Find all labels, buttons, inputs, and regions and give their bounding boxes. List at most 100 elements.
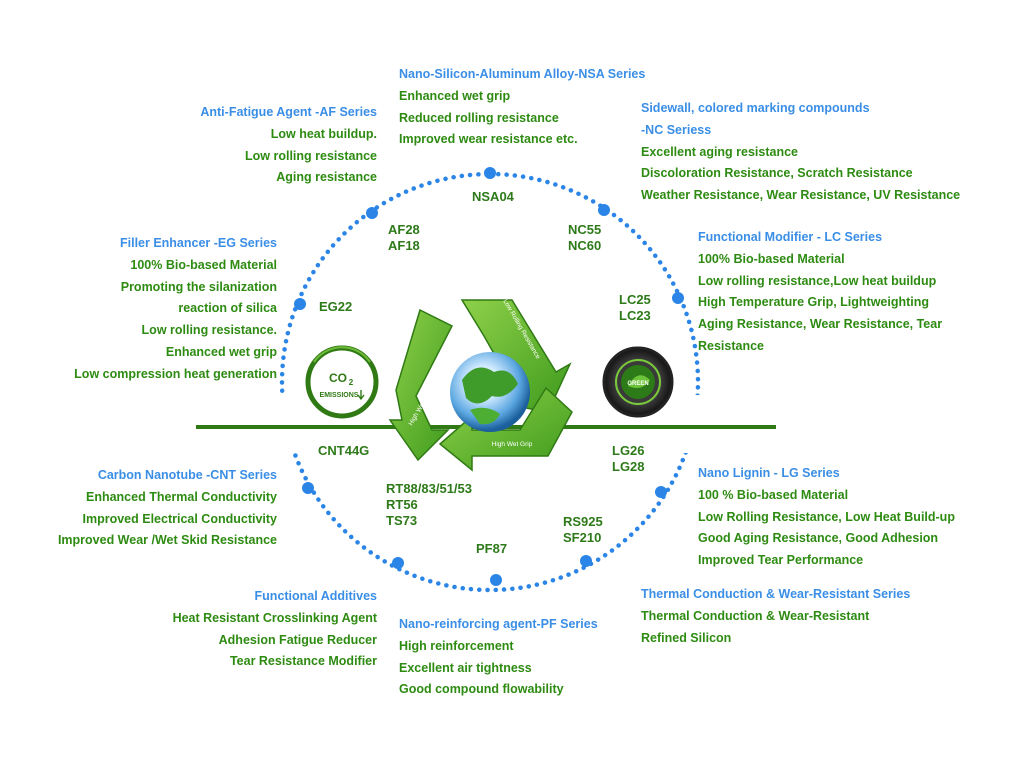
code-cnt44g: CNT44G [318,443,370,458]
cnt-series-title: Carbon Nanotube -CNT Series [97,468,277,482]
code-eg22: EG22 [319,299,353,314]
lc-series-title: Functional Modifier - LC Series [698,230,883,244]
co2-label: CO [329,371,347,385]
code-rt88: RT88/83/51/53 [386,481,473,496]
af-line: Low rolling resistance [245,148,377,163]
lc-line: Resistance [698,338,765,353]
lc-series-block: Functional Modifier - LC Series 100% Bio… [698,227,942,358]
eg-series-title: Filler Enhancer -EG Series [119,236,277,250]
lg-line: Low Rolling Resistance, Low Heat Build-u… [698,509,955,524]
tc-series-title: Thermal Conduction & Wear-Resistant Seri… [641,587,911,601]
ring-markers [294,167,684,586]
lg-line: Good Aging Resistance, Good Adhesion [698,531,939,546]
ring-dot-cnt [302,482,314,494]
lc-line: 100% Bio-based Material [698,251,845,266]
code-lg26: LG26 [612,443,645,458]
lg-line: Improved Tear Performance [698,553,864,568]
ring-dot-lg [655,486,667,498]
code-lc-group: LC25 LC23 [619,292,651,324]
lc-line: Aging Resistance, Wear Resistance, Tear [698,317,943,332]
lg-line: 100 % Bio-based Material [698,487,849,502]
code-rs-group: RS925 SF210 [563,514,603,546]
arrow-high-wear [388,308,454,462]
nsa-line: Enhanced wet grip [399,88,511,103]
ring-dot-lc [672,292,684,304]
af-line: Low heat buildup. [270,126,377,141]
tc-line: Thermal Conduction & Wear-Resistant [641,608,870,623]
ring-dot-af [366,207,378,219]
code-pf87: PF87 [476,541,508,556]
pf-line: Excellent air tightness [399,660,532,675]
af-line: Aging resistance [276,170,377,185]
green-tire-emblem: GREEN [602,346,674,418]
nc-line: Weather Resistance, Wear Resistance, UV … [641,188,961,203]
code-lg28: LG28 [612,459,645,474]
nsa-series-title: Nano-Silicon-Aluminum Alloy-NSA Series [399,67,646,81]
code-nsa04: NSA04 [472,189,514,204]
tc-line: Refined Silicon [641,630,732,645]
nc-series-title-2: -NC Seriess [641,122,712,137]
code-af28: AF28 [388,222,420,237]
lg-series-title: Nano Lignin - LG Series [698,466,840,480]
eg-series-block: Filler Enhancer -EG Series 100% Bio-base… [74,233,277,386]
ring-dot-nc [598,204,610,216]
code-lc25: LC25 [619,292,651,307]
ring-dot-fa [392,557,404,569]
nc-series-block: Sidewall, colored marking compounds -NC … [641,98,960,207]
eg-line: 100% Bio-based Material [130,257,277,272]
tire-label: GREEN [627,381,648,387]
code-nc55: NC55 [568,222,602,237]
eg-line: reaction of silica [178,301,277,316]
code-rs925: RS925 [563,514,603,529]
nc-line: Excellent aging resistance [641,144,799,159]
cnt-series-block: Carbon Nanotube -CNT Series Enhanced The… [58,465,277,552]
functional-additives-block: Functional Additives Heat Resistant Cros… [173,586,377,673]
nc-series-title: Sidewall, colored marking compounds [641,101,870,115]
emissions-label: EMISSIONS [320,392,359,399]
code-af18: AF18 [388,238,420,253]
nsa-line: Improved wear resistance etc. [399,132,578,147]
ring-dot-tc [580,555,592,567]
co2-emblem: CO 2 EMISSIONS [305,345,379,419]
pf-line: High reinforcement [399,638,514,653]
eg-line: Promoting the silanization [120,279,277,294]
fa-line: Adhesion Fatigue Reducer [218,632,377,647]
ring-dot-eg [294,298,306,310]
code-lg-group: LG26 LG28 [612,443,645,475]
cnt-line: Improved Electrical Conductivity [82,511,278,526]
cnt-line: Improved Wear /Wet Skid Resistance [57,533,277,548]
lc-line: Low rolling resistance,Low heat buildup [698,273,937,288]
af-series-block: Anti-Fatigue Agent -AF Series Low heat b… [200,102,377,189]
co2-subscript: 2 [349,378,354,387]
code-lc23: LC23 [619,308,651,323]
arrow-high-wet-grip [438,386,573,472]
ring-dot-nsa [484,167,496,179]
lc-line: High Temperature Grip, Lightweighting [698,295,930,310]
eg-line: Low compression heat generation [74,366,277,381]
eg-line: Low rolling resistance. [141,323,277,338]
code-nc-group: NC55 NC60 [568,222,601,254]
pf-series-title: Nano-reinforcing agent-PF Series [399,617,598,631]
pf-series-block: Nano-reinforcing agent-PF Series High re… [399,614,598,701]
cnt-line: Enhanced Thermal Conductivity [85,489,277,504]
recycle-graphic: Low Rolling Resistance High Wear Resista… [388,298,573,472]
tc-series-block: Thermal Conduction & Wear-Resistant Seri… [641,584,910,649]
code-rt56: RT56 [386,497,418,512]
code-af-group: AF28 AF18 [388,222,420,254]
nc-line: Discoloration Resistance, Scratch Resist… [641,166,913,181]
nsa-line: Reduced rolling resistance [399,110,559,125]
nsa-series-block: Nano-Silicon-Aluminum Alloy-NSA Series E… [399,64,645,151]
functional-additives-title: Functional Additives [254,589,377,603]
fa-line: Heat Resistant Crosslinking Agent [172,610,377,625]
lg-series-block: Nano Lignin - LG Series 100 % Bio-based … [698,463,955,572]
code-ts73: TS73 [386,513,418,528]
code-sf210: SF210 [563,530,602,545]
ring-dot-pf [490,574,502,586]
eg-line: Enhanced wet grip [165,344,277,359]
af-series-title: Anti-Fatigue Agent -AF Series [200,105,377,119]
code-rt-group: RT88/83/51/53 RT56 TS73 [386,481,472,529]
pf-line: Good compound flowability [399,682,564,697]
arrow-bottom-label: High Wet Grip [492,441,533,448]
fa-line: Tear Resistance Modifier [229,654,377,669]
